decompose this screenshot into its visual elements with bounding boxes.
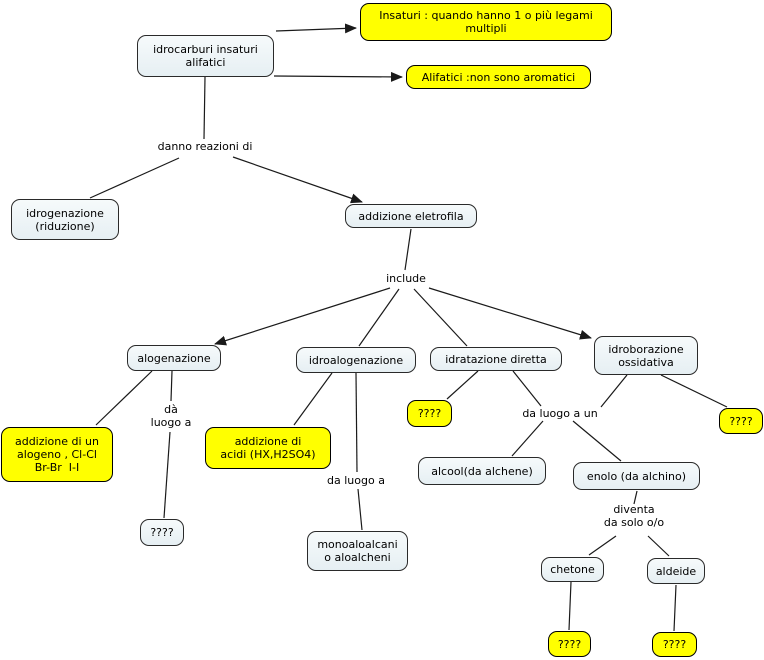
concept-alogenazione[interactable]: alogenazione	[127, 345, 221, 371]
concept-idrocarburi-insaturi-alifatici[interactable]: idrocarburi insaturi alifatici	[137, 35, 274, 77]
concept-idroborazione-ossidativa[interactable]: idroborazione ossidativa	[594, 336, 698, 375]
concept-idroalogenazione[interactable]: idroalogenazione	[296, 347, 416, 373]
concept-alcool[interactable]: alcool(da alchene)	[418, 457, 546, 485]
edge-idroborazione-daluogoaun	[600, 374, 628, 408]
edge-daluogoaun-alcool	[511, 420, 544, 457]
concept-alifatici-definition[interactable]: Alifatici :non sono aromatici	[406, 65, 591, 89]
edge-daluogoaun-enolo	[572, 420, 622, 462]
concept-unknown-4[interactable]: ????	[548, 631, 591, 657]
concept-addizione-acidi[interactable]: addizione di acidi (HX,H2SO4)	[205, 427, 331, 469]
edge-alogenazione-alogeno	[95, 370, 153, 426]
concept-addizione-alogeno[interactable]: addizione di un alogeno , Cl-Cl Br-Br I-…	[1, 427, 113, 482]
linking-phrase-include[interactable]: include	[386, 272, 426, 285]
edge-diventa-aldeide	[647, 535, 670, 557]
edge-daluogo1-unknown1	[163, 431, 171, 519]
edge-include-idroalogenazione	[358, 288, 400, 347]
edge-idroalogenazione-acidi	[293, 372, 333, 426]
edge-include-idratazione	[413, 288, 468, 347]
edge-aldeide-unknown5	[673, 584, 677, 632]
concept-chetone[interactable]: chetone	[541, 557, 604, 582]
concept-unknown-5[interactable]: ????	[652, 632, 697, 657]
edge-daluogo2-monoaloalcani	[357, 488, 363, 531]
linking-phrase-da-luogo-a-2[interactable]: da luogo a	[327, 474, 385, 487]
edge-idroalogenazione-daluogo2	[355, 372, 358, 473]
edge-elettrofila-include	[404, 228, 412, 271]
edge-root-alifatici	[273, 71, 403, 82]
edge-danno-elettrofila	[232, 156, 363, 204]
concept-unknown-1[interactable]: ????	[140, 519, 184, 546]
concept-addizione-elettrofila[interactable]: addizione eletrofila	[345, 204, 477, 228]
concept-enolo[interactable]: enolo (da alchino)	[573, 462, 700, 490]
edge-include-alogenazione	[214, 287, 391, 346]
edge-root-insaturi	[275, 23, 357, 34]
edge-enolo-diventa	[633, 490, 638, 505]
edge-idratazione-unknown2	[446, 370, 479, 400]
concept-monoaloalcani[interactable]: monoaloalcani o aloalcheni	[307, 531, 408, 571]
linking-phrase-diventa[interactable]: diventa da solo o/o	[603, 503, 665, 529]
linking-phrase-danno-reazioni[interactable]: danno reazioni di	[157, 140, 253, 153]
concept-idratazione-diretta[interactable]: idratazione diretta	[430, 347, 562, 371]
concept-unknown-2[interactable]: ????	[407, 400, 452, 427]
edge-chetone-unknown4	[568, 581, 572, 631]
edge-include-idroborazione	[428, 287, 592, 340]
concept-insaturi-definition[interactable]: Insaturi : quando hanno 1 o più legami m…	[360, 3, 612, 41]
linking-phrase-da-luogo-a-1[interactable]: dà luogo a	[150, 403, 192, 429]
edge-idratazione-daluogoaun	[512, 370, 542, 407]
edge-diventa-chetone	[588, 535, 617, 556]
linking-phrase-da-luogo-a-un[interactable]: da luogo a un	[522, 407, 598, 420]
edge-idroborazione-unknown3	[660, 374, 728, 408]
concept-unknown-3[interactable]: ????	[719, 408, 763, 434]
edge-alogenazione-daluogo1	[170, 370, 173, 402]
edge-danno-idrogenazione	[89, 157, 180, 199]
concept-aldeide[interactable]: aldeide	[647, 558, 705, 584]
edge-root-danno	[203, 76, 206, 140]
concept-idrogenazione[interactable]: idrogenazione (riduzione)	[11, 199, 119, 240]
